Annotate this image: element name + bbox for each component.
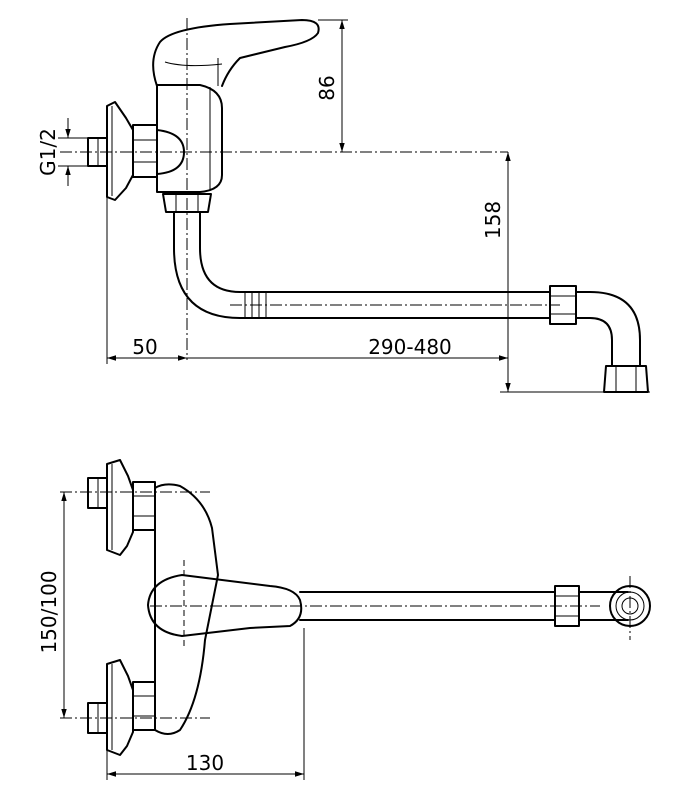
top-spout-pipe xyxy=(299,585,629,627)
side-spout-outlet xyxy=(549,285,649,393)
side-view: G1/2 xyxy=(36,18,650,393)
side-swivel-nut xyxy=(162,193,212,213)
top-upper-inlet xyxy=(87,459,156,556)
side-mixer-body xyxy=(156,84,223,193)
top-mixer-body xyxy=(154,483,219,735)
handle-height-dimension: 86 xyxy=(315,75,339,100)
top-lever-handle xyxy=(147,574,303,637)
side-wall-escutcheon xyxy=(87,101,185,201)
thread-size-label: G1/2 xyxy=(36,128,60,176)
side-lever-handle xyxy=(152,19,320,87)
top-lower-inlet xyxy=(87,659,156,756)
spout-drop-dimension: 158 xyxy=(481,201,505,239)
spout-reach-dimension: 290-480 xyxy=(368,335,452,359)
top-view: 150/100 130 xyxy=(37,459,651,780)
side-spout-pipe xyxy=(173,211,551,319)
inlet-spacing-dimension: 150/100 xyxy=(37,570,61,653)
body-projection-dimension: 130 xyxy=(186,751,224,775)
wall-to-axis-dimension: 50 xyxy=(132,335,157,359)
